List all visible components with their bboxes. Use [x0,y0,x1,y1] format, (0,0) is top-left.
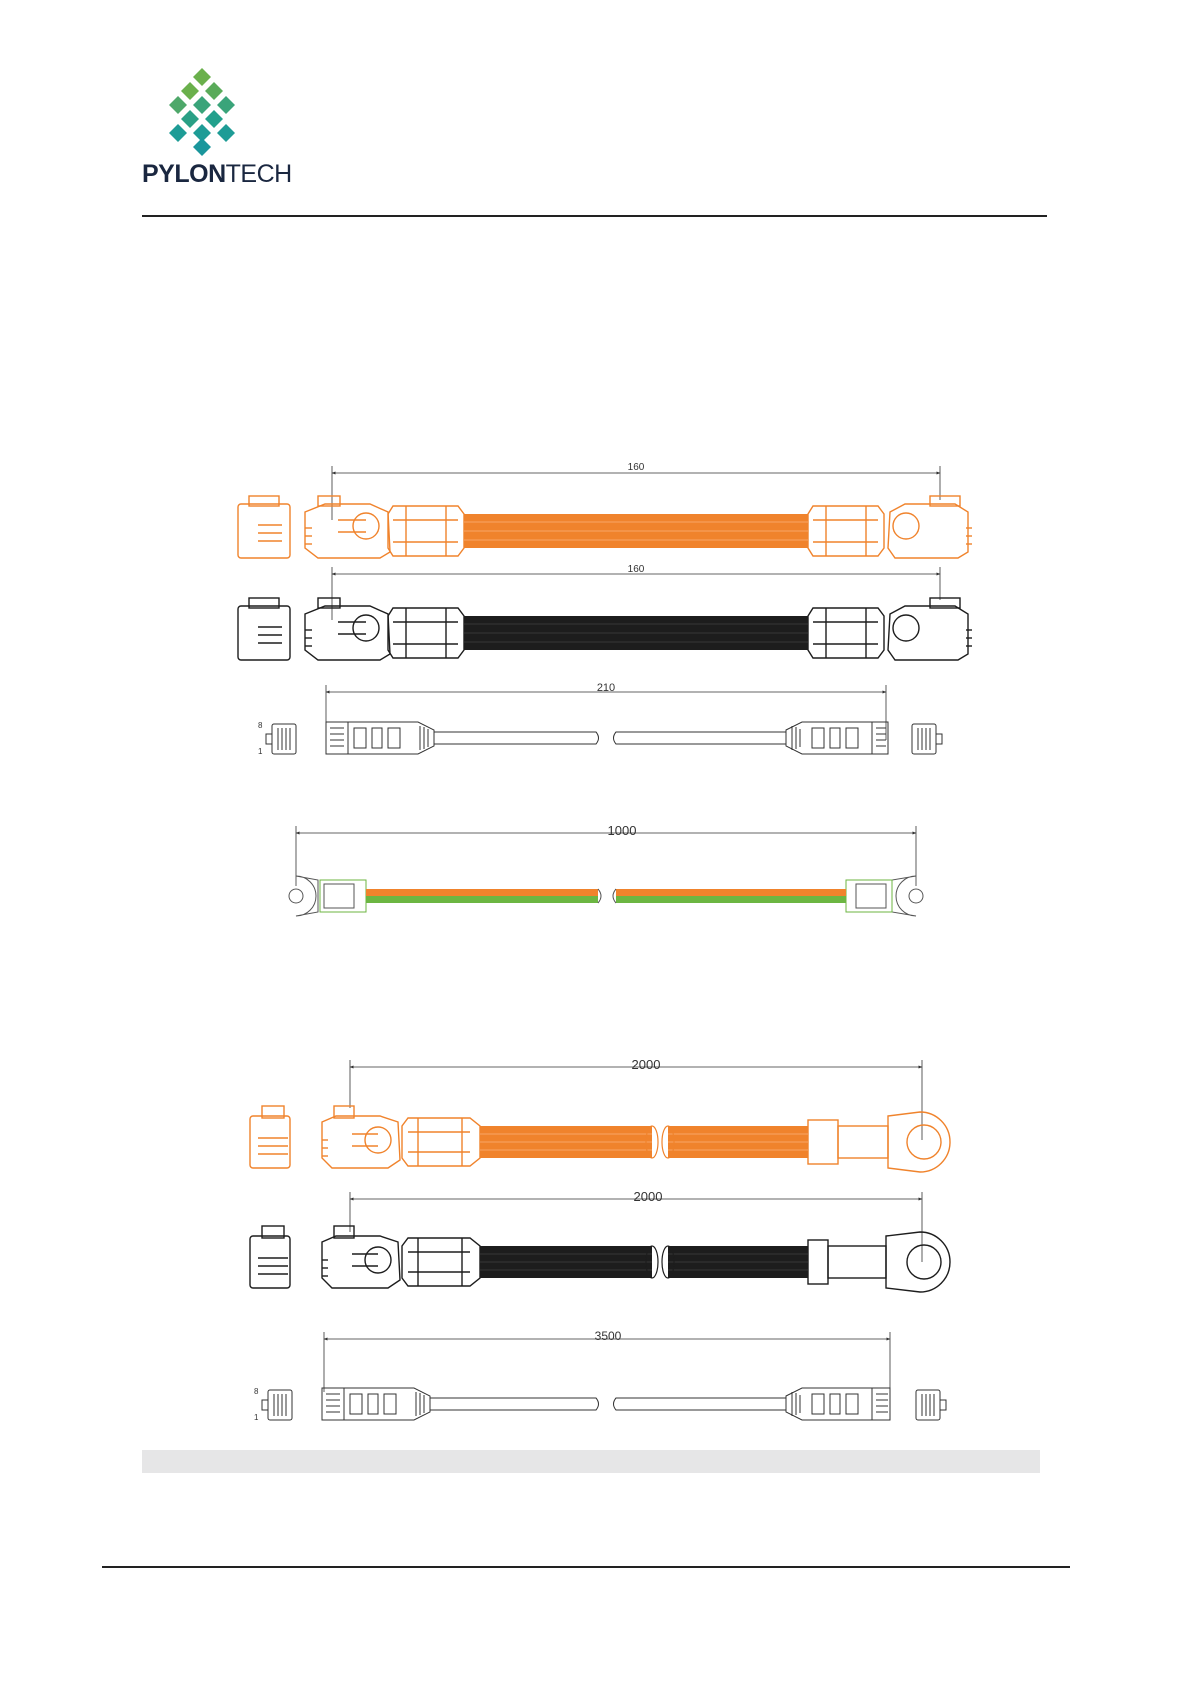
dimension-line: 1000 [296,823,916,886]
cable-power-orange-long: 2000 [250,1057,950,1172]
cable-power-orange-short: 160 [238,462,972,558]
dimension-line: 3500 [324,1329,890,1392]
dimension-label: 2000 [634,1189,663,1204]
pin-label-top: 8 [254,1387,259,1396]
cable-body [366,889,598,896]
dimension-line: 160 [332,564,940,620]
cable-power-black-long: 2000 [250,1189,950,1292]
pin-label-bottom: 1 [258,747,263,756]
dimension-label: 160 [628,462,645,473]
pin-label-bottom: 1 [254,1413,259,1422]
cable-comm-rj45-long: 3500 8 1 [254,1329,946,1422]
cable-comm-rj45-short: 210 8 1 [258,682,942,756]
caption-band [142,1450,1040,1473]
pin-label-top: 8 [258,721,263,730]
footer-divider [102,1566,1070,1568]
dimension-label: 210 [597,682,615,694]
cable-ground-ring: 1000 [289,823,923,916]
dimension-line: 210 [326,682,886,740]
dimension-label: 160 [628,564,645,575]
cable-power-black-short: 160 [238,564,972,660]
dimension-label: 1000 [608,823,637,838]
dimension-line: 160 [332,462,940,520]
dimension-label: 2000 [632,1057,661,1072]
dimension-label: 3500 [595,1329,622,1343]
